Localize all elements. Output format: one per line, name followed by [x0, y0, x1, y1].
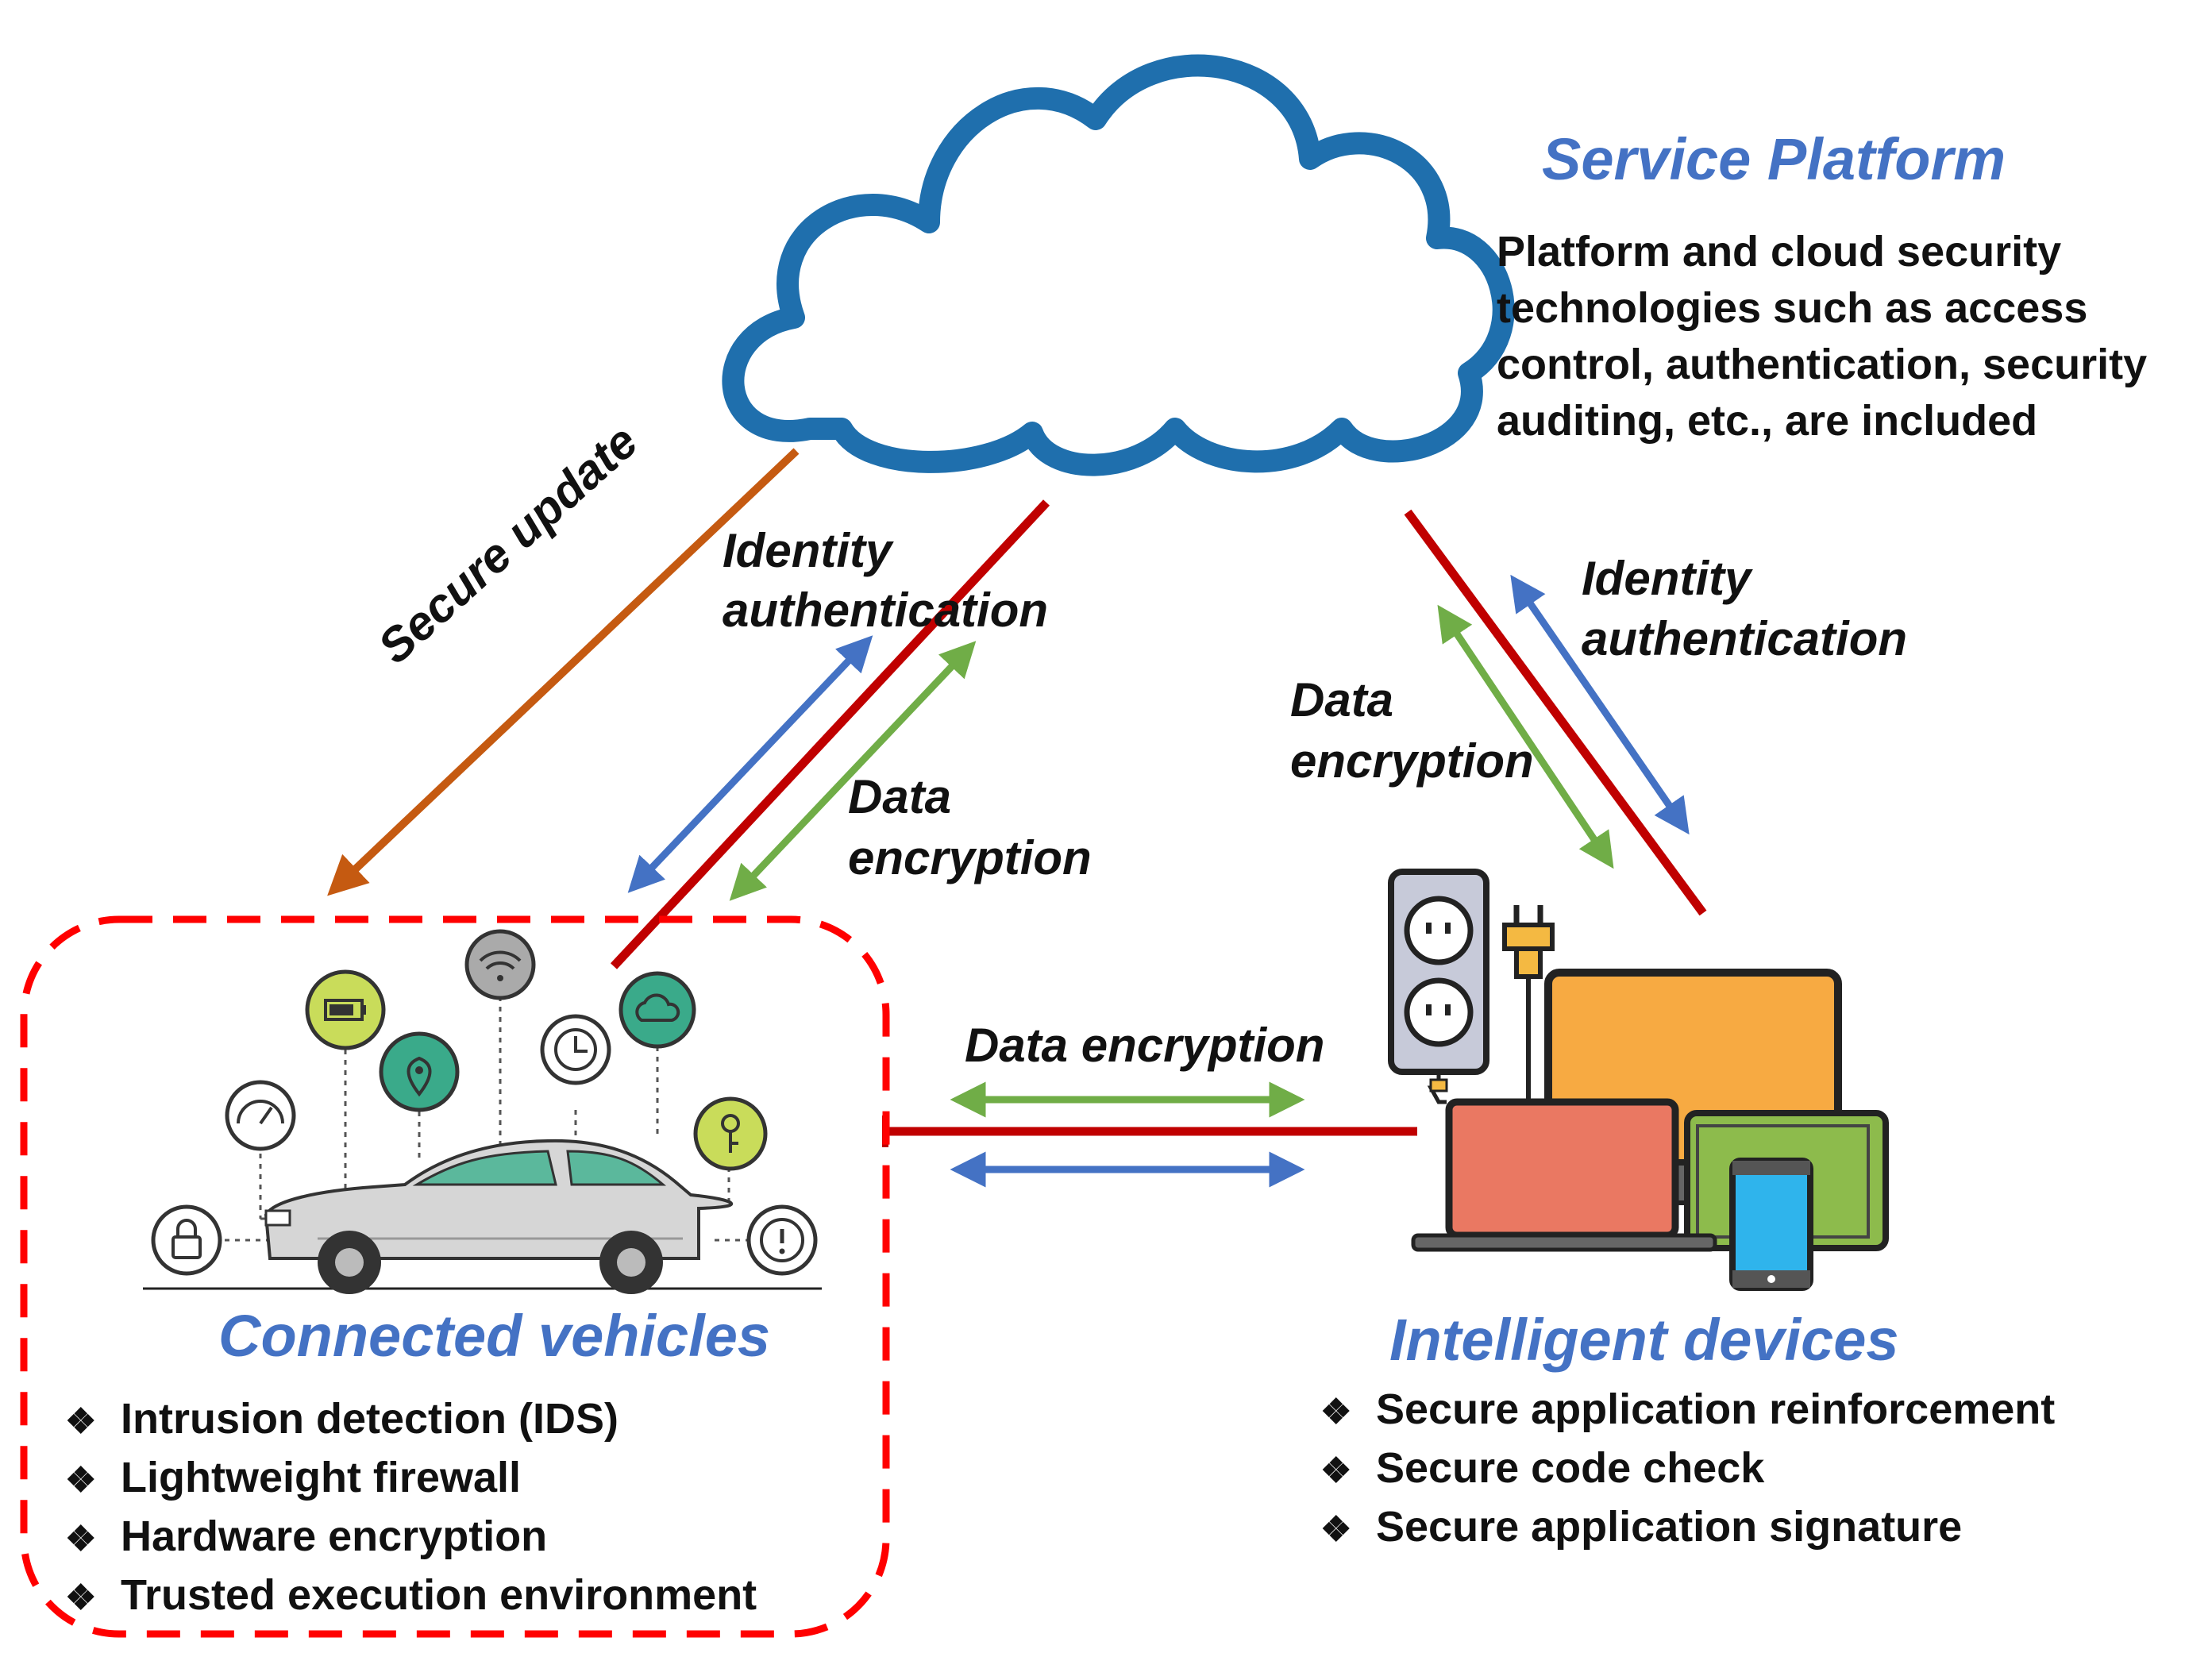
intelligent-devices-feature-list: ❖Secure application reinforcement ❖Secur… — [1320, 1381, 2055, 1558]
list-item: ❖Secure code check — [1320, 1440, 2055, 1499]
location-pin-icon — [379, 1031, 460, 1112]
bullet-icon: ❖ — [65, 1578, 97, 1617]
left-data-label-line2: encryption — [848, 831, 1092, 884]
right-identity-label-line2: authentication — [1582, 612, 1908, 665]
list-item: ❖Trusted execution environment — [65, 1567, 757, 1626]
bullet-icon: ❖ — [1320, 1393, 1352, 1431]
wifi-icon — [464, 929, 536, 1000]
bullet-icon: ❖ — [1320, 1451, 1352, 1490]
bottom-data-label: Data encryption — [965, 1019, 1325, 1072]
left-identity-arrow — [627, 635, 873, 893]
plug-icon — [1502, 905, 1555, 1104]
speedometer-icon — [225, 1080, 296, 1151]
list-item: ❖Secure application reinforcement — [1320, 1381, 2055, 1440]
cloud-small-icon — [619, 971, 696, 1049]
intelligent-devices-title: Intelligent devices — [1389, 1307, 1899, 1373]
battery-icon — [305, 969, 386, 1050]
connected-vehicles-dashed-box — [20, 915, 890, 1638]
bullet-icon: ❖ — [65, 1461, 97, 1500]
description-line: technologies such as access — [1497, 284, 2088, 332]
description-line: control, authentication, security — [1497, 341, 2148, 388]
devices-illustration — [1388, 869, 1889, 1291]
service-platform-description: Platform and cloud security technologies… — [1497, 224, 2147, 449]
list-item: ❖Lightweight firewall — [65, 1450, 757, 1509]
bullet-icon: ❖ — [65, 1520, 97, 1559]
lock-icon — [151, 1204, 222, 1276]
bullet-icon: ❖ — [1320, 1510, 1352, 1549]
description-line: Platform and cloud security — [1497, 228, 2062, 276]
left-identity-label-line2: authentication — [723, 584, 1049, 637]
list-item: ❖Secure application signature — [1320, 1499, 2055, 1558]
secure-update-arrow — [327, 448, 800, 896]
right-data-arrow — [1437, 604, 1614, 869]
vehicle-illustration — [143, 996, 822, 1294]
right-identity-label-line1: Identity — [1582, 552, 1751, 605]
bullet-icon: ❖ — [65, 1402, 97, 1441]
smartphone-icon — [1729, 1158, 1813, 1291]
alert-icon — [746, 1204, 818, 1276]
connected-vehicles-feature-list: ❖Intrusion detection (IDS) ❖Lightweight … — [65, 1391, 757, 1626]
left-identity-label-line1: Identity — [723, 524, 892, 577]
cloud-icon — [722, 54, 1515, 476]
connected-vehicles-title: Connected vehicles — [218, 1303, 771, 1369]
right-data-label-line2: encryption — [1290, 734, 1534, 788]
left-data-arrow — [729, 641, 977, 901]
left-data-label-line1: Data — [848, 770, 952, 823]
service-platform-title: Service Platform — [1542, 126, 2006, 192]
key-icon — [693, 1096, 768, 1171]
clock-icon — [540, 1014, 611, 1085]
laptop-icon — [1411, 1098, 1717, 1252]
description-line: auditing, etc., are included — [1497, 397, 2038, 445]
right-data-label-line1: Data — [1290, 673, 1394, 726]
power-strip-icon — [1388, 869, 1489, 1104]
list-item: ❖Intrusion detection (IDS) — [65, 1391, 757, 1450]
list-item: ❖Hardware encryption — [65, 1509, 757, 1567]
